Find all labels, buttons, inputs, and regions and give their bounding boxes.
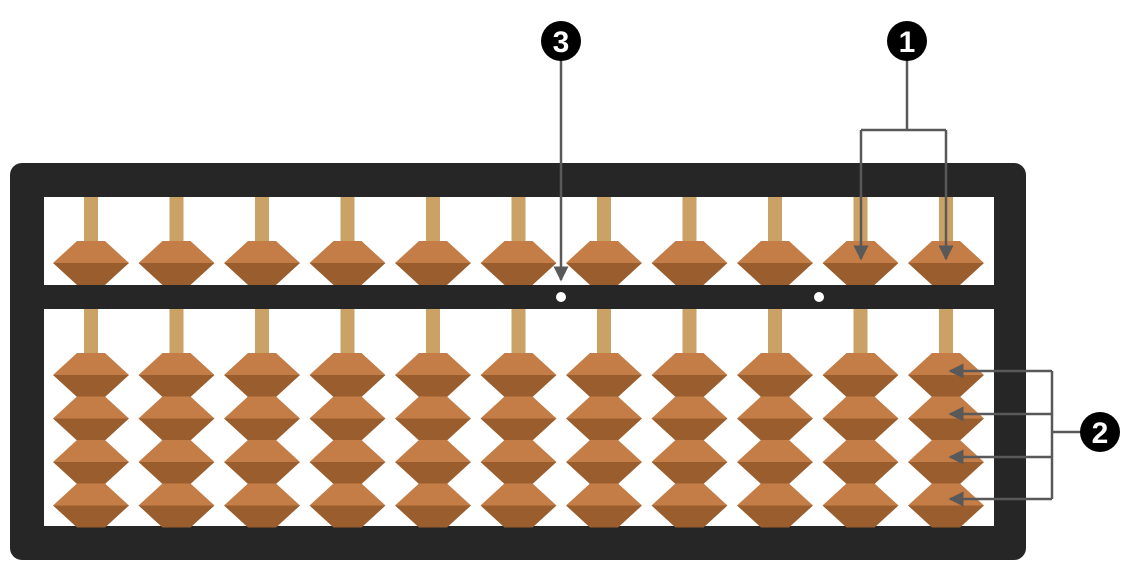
upper-bead: [480, 241, 557, 285]
lower-bead: [908, 353, 984, 397]
lower-bead: [309, 396, 386, 441]
lower-bead: [138, 483, 215, 528]
lower-bead: [480, 440, 557, 484]
lower-bead: [480, 353, 557, 397]
lower-bead: [737, 440, 813, 484]
unit-dot: [556, 292, 566, 302]
lower-bead: [395, 440, 471, 484]
upper-bead: [737, 241, 813, 285]
lower-bead: [822, 440, 899, 484]
upper-bead: [651, 241, 728, 285]
lower-bead: [224, 396, 300, 441]
lower-bead: [138, 396, 215, 441]
lower-bead: [53, 440, 129, 484]
lower-bead: [651, 353, 728, 397]
lower-bead: [224, 483, 300, 528]
lower-bead: [138, 353, 215, 397]
callout-1: 1: [887, 21, 927, 61]
lower-bead: [395, 483, 471, 528]
lower-bead: [737, 483, 813, 528]
lower-bead: [309, 483, 386, 528]
upper-bead: [224, 241, 300, 285]
lower-bead: [309, 353, 386, 397]
lower-bead: [395, 353, 471, 397]
lower-bead: [651, 483, 728, 528]
upper-bead: [138, 241, 215, 285]
callout-2-label: 2: [1092, 417, 1109, 450]
leader-lines: [553, 60, 1082, 507]
lower-bead: [566, 483, 642, 528]
lower-bead: [737, 353, 813, 397]
callout-3-label: 3: [553, 26, 570, 59]
upper-bead: [822, 241, 899, 285]
unit-dot: [814, 292, 824, 302]
lower-bead: [224, 440, 300, 484]
lower-bead: [138, 440, 215, 484]
lower-bead: [53, 483, 129, 528]
upper-bead: [53, 241, 129, 285]
lower-bead: [480, 396, 557, 441]
beads: [53, 241, 984, 528]
upper-bead: [309, 241, 386, 285]
callout-1-label: 1: [899, 26, 916, 59]
callout-3: 3: [541, 21, 581, 61]
lower-bead: [566, 353, 642, 397]
upper-bead: [395, 241, 471, 285]
lower-bead: [480, 483, 557, 528]
lower-bead: [737, 396, 813, 441]
lower-bead: [566, 396, 642, 441]
lower-bead: [651, 440, 728, 484]
lower-bead: [822, 353, 899, 397]
lower-bead: [395, 396, 471, 441]
lower-bead: [822, 396, 899, 441]
lower-bead: [53, 353, 129, 397]
lower-bead: [651, 396, 728, 441]
lower-bead: [309, 440, 386, 484]
unit-dots: [556, 292, 824, 302]
lower-bead: [566, 440, 642, 484]
upper-bead: [566, 241, 642, 285]
lower-bead: [224, 353, 300, 397]
lower-bead: [53, 396, 129, 441]
callout-2: 2: [1080, 412, 1120, 452]
lower-bead: [822, 483, 899, 528]
